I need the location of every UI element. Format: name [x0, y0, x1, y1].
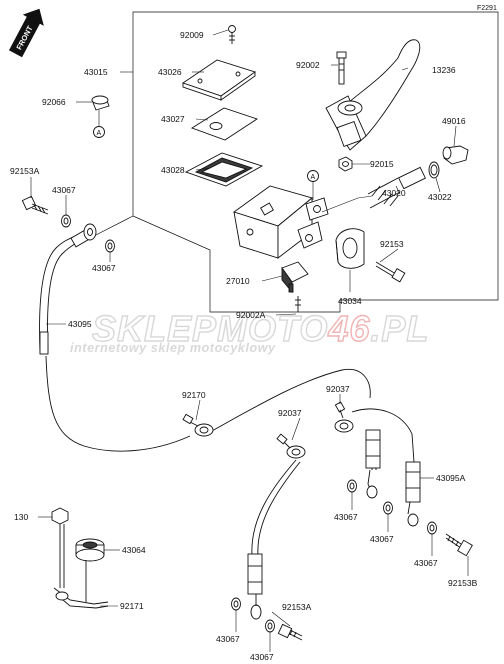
brake-light-switch-icon [281, 261, 309, 312]
reservoir-cap-left-icon [91, 95, 110, 111]
part-number-43067-c: 43067 [334, 512, 358, 522]
handlebar-clamp-icon [335, 228, 365, 269]
washer-right-c-icon [427, 521, 437, 535]
part-labels: 92009 43015 43026 92066 43027 43028 9200… [10, 30, 478, 662]
part-number-43015: 43015 [84, 67, 108, 77]
part-number-92002-top: 92002 [296, 60, 320, 70]
brake-lever-icon [325, 39, 421, 151]
front-direction-icon: FRONT [8, 8, 44, 58]
frame-leader [89, 215, 134, 239]
brake-hose-lower-icon [247, 459, 301, 620]
washer-lower-b-icon [265, 619, 275, 633]
grommet-icon [75, 538, 105, 562]
ref-marker-icon-lower: A [93, 110, 105, 138]
part-number-43064: 43064 [122, 545, 146, 555]
part-number-92009: 92009 [180, 30, 204, 40]
watermark-brand-red: 46 [327, 308, 370, 349]
lever-boot-icon [442, 145, 469, 165]
part-number-92153A-top: 92153A [10, 166, 40, 176]
part-number-43028: 43028 [161, 165, 185, 175]
reservoir-screw-icon [228, 25, 236, 44]
banjo-bolt-lower-icon [277, 623, 303, 641]
part-number-43067-f: 43067 [216, 634, 240, 644]
snap-ring-icon [428, 161, 440, 179]
brake-hose-upper-icon [39, 223, 97, 355]
part-number-92153A-bottom: 92153A [282, 602, 312, 612]
reservoir-cap-icon [181, 59, 257, 101]
part-number-49016: 49016 [442, 116, 466, 126]
master-cylinder-body-icon [233, 185, 359, 259]
assembly-frame [132, 11, 499, 313]
piston-assembly-icon [357, 166, 427, 209]
part-number-92037-a: 92037 [278, 408, 302, 418]
clamp-bolt-icon [375, 261, 406, 283]
ref-marker-upper: A [311, 174, 316, 181]
leader-lines [30, 29, 469, 652]
brake-hose-loop-icon [45, 355, 371, 452]
part-number-92037-b: 92037 [326, 384, 350, 394]
part-number-43095: 43095 [68, 319, 92, 329]
part-number-43034: 43034 [338, 296, 362, 306]
part-number-92066: 92066 [42, 97, 66, 107]
bolt-130-icon [51, 507, 69, 588]
part-number-92153: 92153 [380, 239, 404, 249]
bracket-clip-icon [53, 560, 109, 609]
part-number-92153B: 92153B [448, 578, 478, 588]
part-number-43027: 43027 [161, 114, 185, 124]
part-number-130: 130 [14, 512, 28, 522]
part-number-92171: 92171 [120, 601, 144, 611]
part-number-43067-b: 43067 [92, 263, 116, 273]
part-number-43095A: 43095A [436, 473, 466, 483]
brake-hose-right-icon [351, 408, 421, 527]
part-number-92170: 92170 [182, 390, 206, 400]
ref-marker-icon-upper: A [307, 170, 319, 200]
washer-lower-a-icon [231, 597, 241, 611]
washer-upper-b-icon [105, 239, 115, 253]
part-number-43067-e: 43067 [414, 558, 438, 568]
washer-upper-a-icon [61, 214, 71, 228]
watermark-tagline: internetowy sklep motocyklowy [70, 341, 276, 355]
hose-clamp-icon [182, 413, 214, 437]
part-number-43067-d: 43067 [370, 534, 394, 544]
part-number-43026: 43026 [158, 67, 182, 77]
part-number-92002A: 92002A [236, 310, 266, 320]
hose-clamp-a-icon [276, 433, 306, 459]
washer-right-b-icon [383, 501, 393, 515]
part-number-13236: 13236 [432, 65, 456, 75]
diaphragm-icon [184, 152, 264, 187]
cap-plate-icon [190, 107, 259, 141]
ref-marker-lower: A [97, 130, 102, 137]
diagram-code: F2291 [477, 5, 497, 12]
lever-pivot-bolt-icon [336, 51, 347, 85]
banjo-bolt-upper-icon [21, 195, 49, 215]
part-number-92015: 92015 [370, 159, 394, 169]
part-number-27010: 27010 [226, 276, 250, 286]
part-number-43067-g: 43067 [250, 652, 274, 662]
hose-clamp-b-icon [334, 401, 354, 433]
part-number-43020: 43020 [382, 188, 406, 198]
part-number-43022: 43022 [428, 192, 452, 202]
banjo-bolt-right-icon [445, 533, 473, 557]
part-number-43067-a: 43067 [52, 185, 76, 195]
watermark-brand-tld: .PL [370, 308, 429, 349]
pivot-nut-icon [338, 156, 353, 172]
washer-right-a-icon [347, 479, 357, 493]
